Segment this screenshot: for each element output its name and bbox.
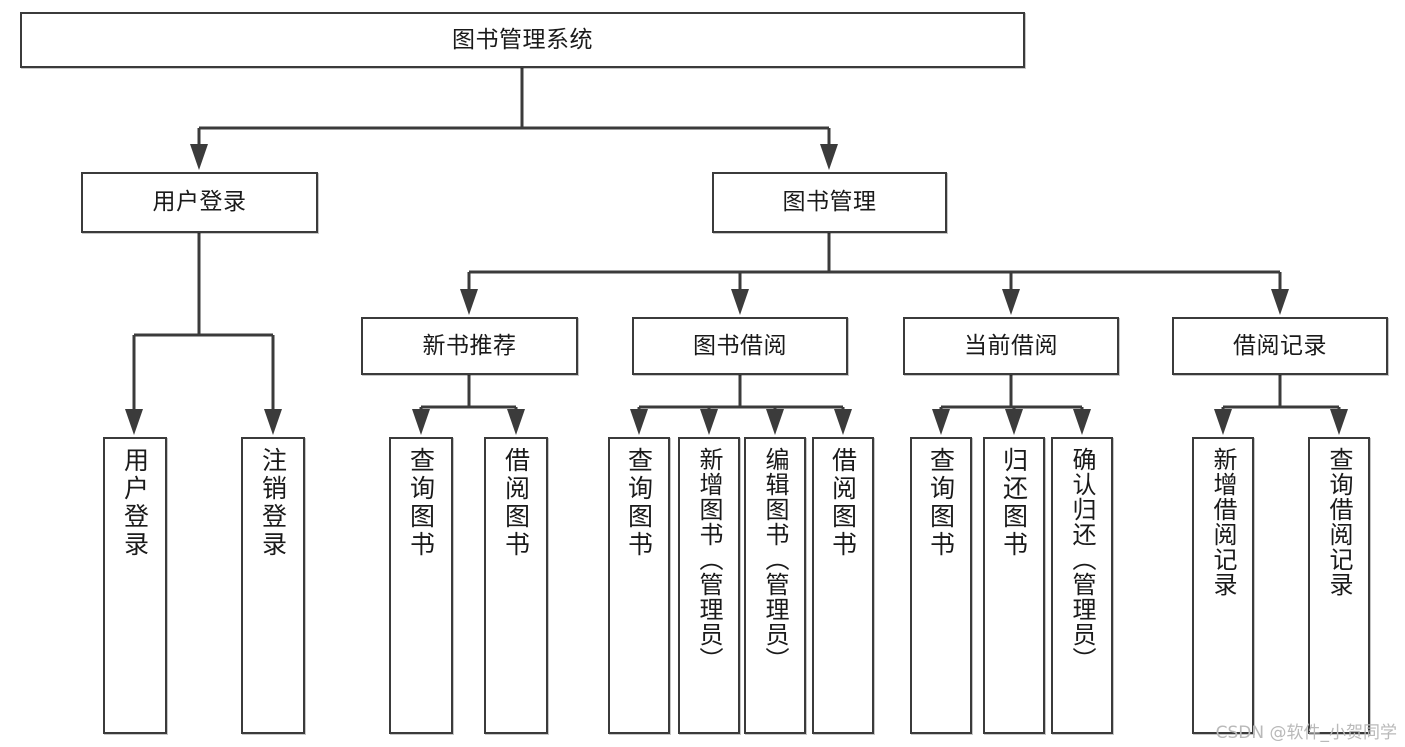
node-l1a[interactable]: 用户登录 bbox=[81, 172, 318, 233]
node-leaf10[interactable]: 归还图书 bbox=[983, 437, 1045, 734]
node-label: 查询图书 bbox=[624, 447, 654, 559]
node-leaf9[interactable]: 查询图书 bbox=[910, 437, 972, 734]
node-label: 新书推荐 bbox=[422, 332, 517, 359]
node-l2b[interactable]: 图书借阅 bbox=[632, 317, 848, 375]
node-label: 查询借阅记录 bbox=[1325, 447, 1353, 597]
node-label: 借阅图书 bbox=[828, 447, 858, 559]
node-label: 新增借阅记录 bbox=[1209, 447, 1237, 597]
node-leaf2[interactable]: 注销登录 bbox=[241, 437, 305, 734]
node-label: 借阅图书 bbox=[501, 447, 531, 559]
node-leaf11[interactable]: 确认归还（管理员） bbox=[1051, 437, 1113, 734]
node-label: 图书管理 bbox=[782, 189, 877, 216]
node-label: 用户登录 bbox=[152, 189, 247, 216]
node-leaf4[interactable]: 借阅图书 bbox=[484, 437, 548, 734]
node-leaf3[interactable]: 查询图书 bbox=[389, 437, 453, 734]
node-leaf5[interactable]: 查询图书 bbox=[608, 437, 670, 734]
node-leaf7[interactable]: 编辑图书（管理员） bbox=[744, 437, 806, 734]
node-label: 借阅记录 bbox=[1233, 332, 1327, 359]
node-l2a[interactable]: 新书推荐 bbox=[361, 317, 578, 375]
node-label: 确认归还（管理员） bbox=[1068, 447, 1096, 672]
node-l2c[interactable]: 当前借阅 bbox=[903, 317, 1119, 375]
node-leaf12[interactable]: 新增借阅记录 bbox=[1192, 437, 1254, 734]
node-label: 图书管理系统 bbox=[452, 26, 593, 53]
node-label: 新增图书（管理员） bbox=[695, 447, 723, 672]
node-label: 当前借阅 bbox=[964, 332, 1058, 359]
node-root[interactable]: 图书管理系统 bbox=[20, 12, 1025, 68]
node-leaf13[interactable]: 查询借阅记录 bbox=[1308, 437, 1370, 734]
node-label: 归还图书 bbox=[999, 447, 1029, 559]
node-label: 注销登录 bbox=[258, 447, 288, 559]
node-leaf1[interactable]: 用户登录 bbox=[103, 437, 167, 734]
node-l1b[interactable]: 图书管理 bbox=[712, 172, 947, 233]
node-label: 用户登录 bbox=[120, 447, 150, 559]
node-label: 图书借阅 bbox=[693, 332, 787, 359]
node-label: 查询图书 bbox=[926, 447, 956, 559]
node-leaf8[interactable]: 借阅图书 bbox=[812, 437, 874, 734]
node-label: 查询图书 bbox=[406, 447, 436, 559]
node-leaf6[interactable]: 新增图书（管理员） bbox=[678, 437, 740, 734]
node-label: 编辑图书（管理员） bbox=[761, 447, 789, 672]
node-l2d[interactable]: 借阅记录 bbox=[1172, 317, 1388, 375]
